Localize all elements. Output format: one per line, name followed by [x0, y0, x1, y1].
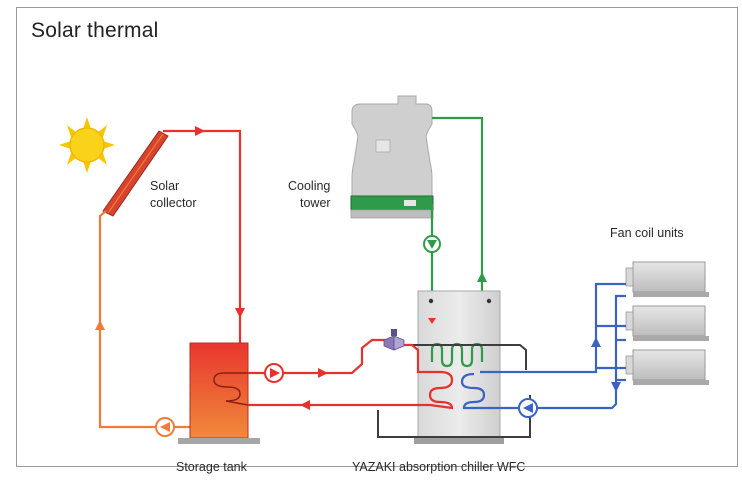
chiller-label: YAZAKI absorption chiller WFC — [352, 460, 525, 474]
solar-collector-label: collector — [150, 196, 197, 210]
cooling-tower-label: tower — [300, 196, 331, 210]
diagram-title: Solar thermal — [31, 19, 159, 42]
fan-coil-units-label: Fan coil units — [610, 226, 684, 240]
absorption-chiller — [414, 290, 504, 444]
cooling-tower — [350, 95, 434, 219]
arrow-icon — [611, 382, 621, 392]
arrow-icon — [591, 337, 601, 347]
arrow-icon — [300, 400, 310, 410]
arrow-icon — [235, 308, 245, 318]
evaporator-coil — [460, 372, 486, 410]
chilled-water-pipe — [480, 282, 626, 410]
storage-tank-label: Storage tank — [176, 460, 248, 474]
pump-icon — [155, 417, 175, 437]
cooling-tower-label: Cooling — [288, 179, 330, 193]
pump-icon — [518, 398, 538, 418]
pump-icon — [264, 363, 284, 383]
diagram-frame — [16, 7, 738, 467]
arrow-icon — [95, 320, 105, 330]
fan-coil-unit — [625, 261, 709, 297]
fan-coil-unit — [625, 349, 709, 385]
arrow-icon — [318, 368, 328, 378]
sun-icon — [59, 117, 115, 173]
valve-icon — [383, 329, 405, 351]
fan-coil-unit — [625, 305, 709, 341]
solar-collector-label: Solar — [150, 179, 179, 193]
arrow-icon — [477, 272, 487, 282]
storage-tank — [178, 342, 260, 444]
solar-loop-pipe — [98, 210, 190, 429]
generator-coil — [428, 370, 454, 410]
arrow-icon — [195, 126, 205, 136]
solar-collector — [102, 130, 169, 217]
collector-to-tank-pipe — [163, 129, 242, 343]
pump-icon — [423, 235, 441, 253]
hot-water-supply-pipe — [248, 338, 440, 407]
